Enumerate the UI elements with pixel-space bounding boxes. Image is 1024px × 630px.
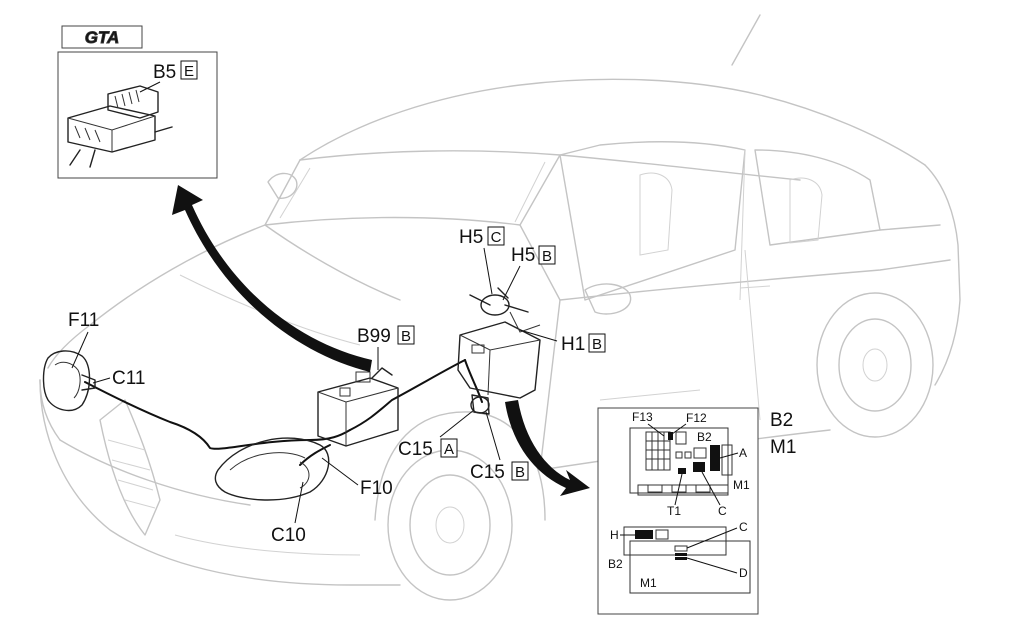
label-d: D	[739, 566, 748, 580]
callout-h1b: H1 B	[519, 329, 606, 355]
box-h5c	[487, 226, 505, 246]
letter-c15b: B	[515, 464, 525, 481]
label-f11: F11	[68, 310, 99, 331]
callout-h5b: H5 B	[502, 245, 556, 301]
label-h5c: H5	[459, 227, 483, 248]
body-computer-h1	[457, 321, 541, 399]
callout-b2-m1: B2 M1	[770, 410, 796, 458]
detail-panel: F13 F12 B2 A M1 T1 C H C B2 D M1	[597, 407, 759, 615]
label-f13: F13	[632, 410, 653, 424]
logo-frame	[61, 25, 143, 49]
label-c10: C10	[271, 525, 306, 546]
fuse-f12	[668, 432, 673, 440]
letter-h1b: B	[592, 336, 602, 353]
callout-f10: F10	[321, 457, 393, 499]
label-f12: F12	[686, 411, 707, 425]
callout-c15b: C15 B	[470, 411, 529, 483]
callout-c10: C10	[271, 481, 306, 546]
label-c11: C11	[112, 368, 145, 389]
letter-b99b: B	[401, 328, 411, 345]
wiring-harness	[84, 359, 483, 466]
arrow-to-detail-panel	[505, 400, 590, 496]
callout-c11: C11	[92, 368, 145, 389]
label-b2-inner: B2	[697, 430, 712, 444]
label-b2-lower: B2	[608, 557, 623, 571]
label-c-lower: C	[739, 520, 748, 534]
arrow-to-fuse-box	[172, 185, 372, 372]
box-h1b	[588, 333, 606, 353]
letter-b5-e: E	[184, 63, 194, 80]
relay-a	[710, 445, 720, 471]
fuse-holder-diagram: F13 F12 B2 A M1 T1 C	[629, 410, 750, 518]
label-a: A	[739, 446, 747, 460]
label-m1-lower: M1	[640, 576, 657, 590]
battery-b99	[317, 367, 399, 447]
relay-t1	[678, 468, 686, 474]
box-b5-e	[180, 60, 198, 80]
label-b2: B2	[770, 410, 793, 431]
letter-h5c: C	[491, 229, 502, 246]
label-f10: F10	[360, 478, 393, 499]
steering-switches-h5	[469, 287, 541, 333]
callout-b99b: B99 B	[357, 325, 415, 370]
label-m1: M1	[770, 437, 796, 458]
callout-c15a: C15 A	[398, 409, 475, 460]
box-h5b	[538, 245, 556, 265]
relay-c	[693, 462, 705, 472]
label-t1: T1	[667, 504, 681, 518]
label-c15b: C15	[470, 462, 505, 483]
headlight-left	[42, 350, 96, 412]
label-c-upper: C	[718, 504, 727, 518]
box-c15b	[511, 461, 529, 481]
callout-f11: F11	[68, 310, 99, 369]
label-h5b: H5	[511, 245, 535, 266]
label-b5: B5	[153, 62, 176, 83]
label-b99b: B99	[357, 326, 391, 347]
gta-logo: GTA	[85, 28, 120, 47]
label-c15a: C15	[398, 439, 433, 460]
fuse-box-b5	[67, 85, 173, 168]
callout-h5c: H5 C	[459, 226, 505, 295]
letter-c15a: A	[444, 441, 454, 458]
box-c15a	[440, 438, 458, 458]
connector-d	[675, 553, 687, 556]
connector-diagram: H C B2 D M1	[608, 520, 751, 594]
connector-c15	[470, 394, 490, 415]
letter-h5b: B	[542, 248, 552, 265]
connector-h	[635, 530, 653, 539]
label-h1b: H1	[561, 334, 585, 355]
label-m1-inner: M1	[733, 478, 750, 492]
label-h: H	[610, 528, 619, 542]
box-b99b	[397, 325, 415, 345]
fuse-box-inset: GTA B5 E	[57, 25, 218, 179]
